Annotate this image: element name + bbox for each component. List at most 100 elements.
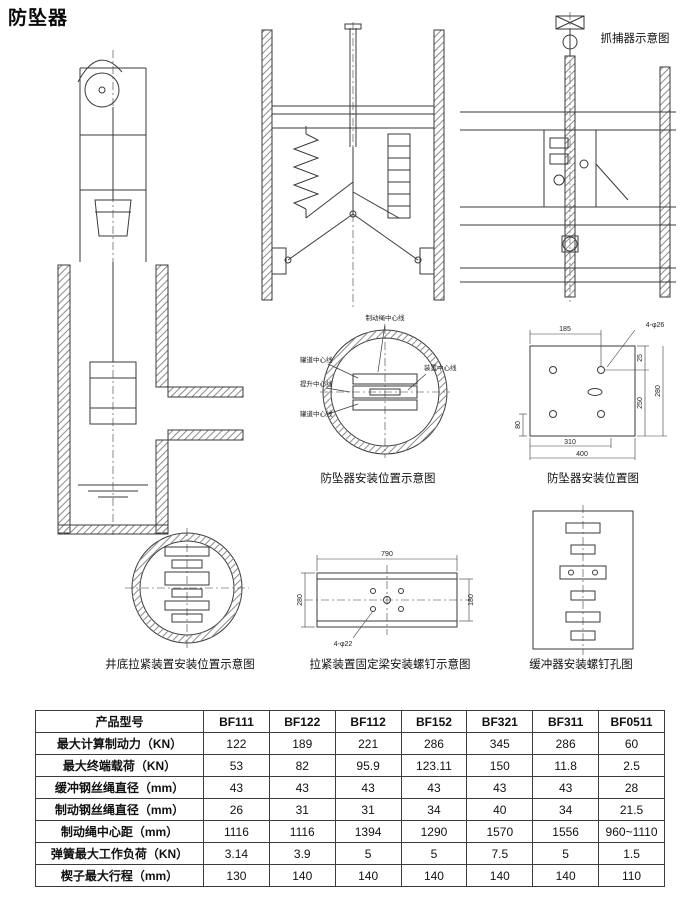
buffer-holes-drawing	[532, 505, 634, 655]
table-cell: 1.5	[598, 842, 665, 865]
table-cell: 1116	[268, 820, 336, 843]
col-header-model: BF111	[203, 710, 270, 733]
table-cell: 140	[268, 864, 336, 887]
row-label: 制动绳中心距（mm）	[35, 820, 204, 843]
table-cell: 5	[400, 842, 468, 865]
label-hoist-centerline: 提升中心线	[300, 379, 333, 388]
figure-install-schematic: 制动绳中心线 罐道中心线 提升中心线 罐道中心线 装置中心线	[300, 312, 460, 467]
table-cell: 28	[598, 776, 665, 799]
table-cell: 1570	[466, 820, 534, 843]
caption-tension-beam: 拉紧装置固定梁安装螺钉示意图	[309, 659, 471, 671]
beam-dim-texts: 790 280 180 4-φ22	[297, 551, 475, 648]
col-header-model: BF0511	[598, 710, 665, 733]
label-guide-centerline-upper: 罐道中心线	[300, 355, 333, 364]
beam-dimension-lines	[301, 555, 473, 639]
water-level-symbol	[78, 484, 148, 498]
caption-install-plate: 防坠器安装位置图	[547, 473, 639, 485]
figure-tension-beam: 790 280 180 4-φ22	[295, 545, 480, 650]
table-cell: 1290	[400, 820, 468, 843]
table-cell: 140	[466, 864, 534, 887]
col-header-model: BF112	[334, 710, 402, 733]
dim-280: 280	[655, 385, 662, 397]
figure-buffer-holes	[518, 505, 648, 655]
figure-catcher	[460, 12, 676, 302]
table-cell: 140	[532, 864, 600, 887]
col-header-model: BF321	[466, 710, 534, 733]
headframe	[77, 50, 147, 535]
table-cell: 286	[400, 732, 468, 755]
dim-4-phi22: 4-φ22	[334, 641, 353, 648]
figure-pit-tension	[115, 525, 260, 655]
table-cell: 5	[334, 842, 402, 865]
dim-80: 80	[515, 421, 522, 429]
table-cell: 40	[466, 798, 534, 821]
table-cell: 345	[466, 732, 534, 755]
dim-790: 790	[381, 551, 393, 558]
table-cell: 7.5	[466, 842, 534, 865]
table-cell: 82	[268, 754, 336, 777]
plate-outline	[519, 329, 667, 460]
table-cell: 34	[400, 798, 468, 821]
row-label: 最大终端载荷（KN）	[35, 754, 204, 777]
table-cell: 11.8	[532, 754, 600, 777]
table-cell: 189	[268, 732, 336, 755]
install-schematic-drawing: 制动绳中心线 罐道中心线 提升中心线 罐道中心线 装置中心线	[300, 313, 457, 458]
row-label: 最大计算制动力（KN）	[35, 732, 204, 755]
col-header-product-model: 产品型号	[35, 710, 204, 733]
table-cell: 3.14	[203, 842, 270, 865]
table-cell: 5	[532, 842, 600, 865]
caption-catcher: 抓捕器示意图	[600, 33, 670, 45]
label-brake-rope-centerline: 制动绳中心线	[366, 313, 406, 322]
figure-arrester-mechanism	[248, 22, 458, 307]
buffer-plate	[532, 505, 634, 655]
table-cell: 1394	[334, 820, 402, 843]
dim-180: 180	[468, 594, 475, 606]
dimension-lines	[519, 329, 667, 460]
row-label: 缓冲钢丝绳直径（mm）	[35, 776, 204, 799]
table-cell: 140	[334, 864, 402, 887]
table-cell: 123.11	[400, 754, 468, 777]
tension-stack	[164, 546, 210, 623]
page-title: 防坠器	[8, 8, 69, 29]
table-cell: 140	[400, 864, 468, 887]
table-cell: 26	[203, 798, 270, 821]
table-cell: 286	[532, 732, 600, 755]
table-cell: 21.5	[598, 798, 665, 821]
dim-400: 400	[576, 451, 588, 458]
tension-beam-drawing: 790 280 180 4-φ22	[297, 551, 475, 648]
table-cell: 221	[334, 732, 402, 755]
centerline-labels: 制动绳中心线 罐道中心线 提升中心线 罐道中心线 装置中心线	[300, 313, 457, 418]
dim-4-phi26: 4-φ26	[646, 322, 665, 329]
label-guide-centerline-lower: 罐道中心线	[300, 409, 333, 418]
catcher-lines	[460, 12, 676, 302]
table-cell: 43	[400, 776, 468, 799]
dim-185: 185	[559, 326, 571, 333]
label-device-centerline: 装置中心线	[424, 363, 457, 372]
table-cell: 43	[334, 776, 402, 799]
mechanism-lines	[261, 22, 445, 307]
dim-310: 310	[564, 439, 576, 446]
shaft-walls	[57, 264, 244, 535]
table-cell: 122	[203, 732, 270, 755]
table-cell: 1556	[532, 820, 600, 843]
row-label: 弹簧最大工作负荷（KN）	[35, 842, 204, 865]
table-cell: 31	[334, 798, 402, 821]
caption-install-schematic: 防坠器安装位置示意图	[320, 473, 436, 485]
figure-shaft-elevation	[18, 30, 244, 545]
col-header-model: BF152	[400, 710, 468, 733]
table-cell: 150	[466, 754, 534, 777]
table-cell: 31	[268, 798, 336, 821]
table-cell: 1116	[203, 820, 270, 843]
pit-tension-drawing	[125, 528, 249, 648]
table-cell: 960~1110	[598, 820, 665, 843]
table-cell: 43	[532, 776, 600, 799]
